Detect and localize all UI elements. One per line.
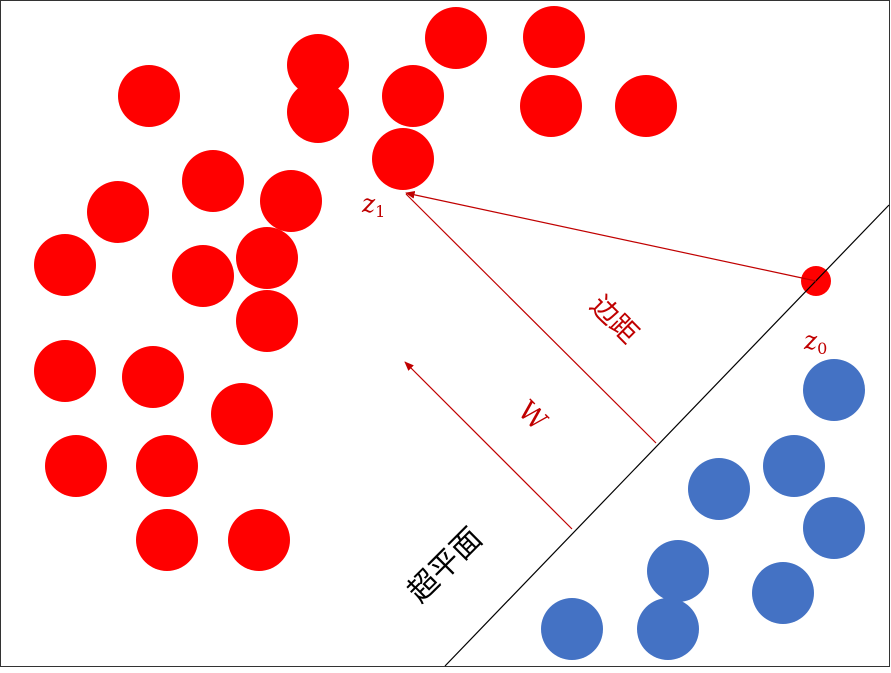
negative-point	[637, 598, 699, 660]
negative-class-points	[541, 359, 865, 660]
positive-point	[136, 435, 198, 497]
negative-point	[803, 497, 865, 559]
z0-label: z0	[803, 326, 827, 358]
positive-point	[287, 81, 349, 143]
margin-line	[405, 193, 657, 444]
positive-point	[382, 65, 444, 127]
positive-point	[87, 181, 149, 243]
positive-point	[118, 65, 180, 127]
positive-point	[122, 346, 184, 408]
negative-point	[752, 562, 814, 624]
positive-point	[372, 128, 434, 190]
positive-point	[228, 509, 290, 571]
positive-class-points	[34, 6, 831, 571]
positive-point	[172, 245, 234, 307]
negative-point	[647, 540, 709, 602]
negative-point	[763, 435, 825, 497]
negative-point	[803, 359, 865, 421]
positive-point	[425, 7, 487, 69]
positive-point	[136, 509, 198, 571]
positive-point	[260, 170, 322, 232]
w-vector-arrow	[404, 361, 573, 530]
positive-point	[236, 227, 298, 289]
positive-point	[211, 383, 273, 445]
negative-point	[541, 598, 603, 660]
hyperplane-line	[444, 204, 890, 667]
annotation-lines	[404, 191, 817, 530]
positive-point	[287, 34, 349, 96]
positive-point	[615, 75, 677, 137]
negative-point	[688, 458, 750, 520]
positive-point	[34, 340, 96, 402]
positive-point	[236, 290, 298, 352]
positive-point	[520, 75, 582, 137]
positive-point	[45, 435, 107, 497]
positive-point	[182, 150, 244, 212]
z0-to-z1-arrow	[405, 191, 817, 282]
positive-point	[523, 6, 585, 68]
positive-point	[34, 234, 96, 296]
z1-label: z1	[361, 189, 385, 221]
